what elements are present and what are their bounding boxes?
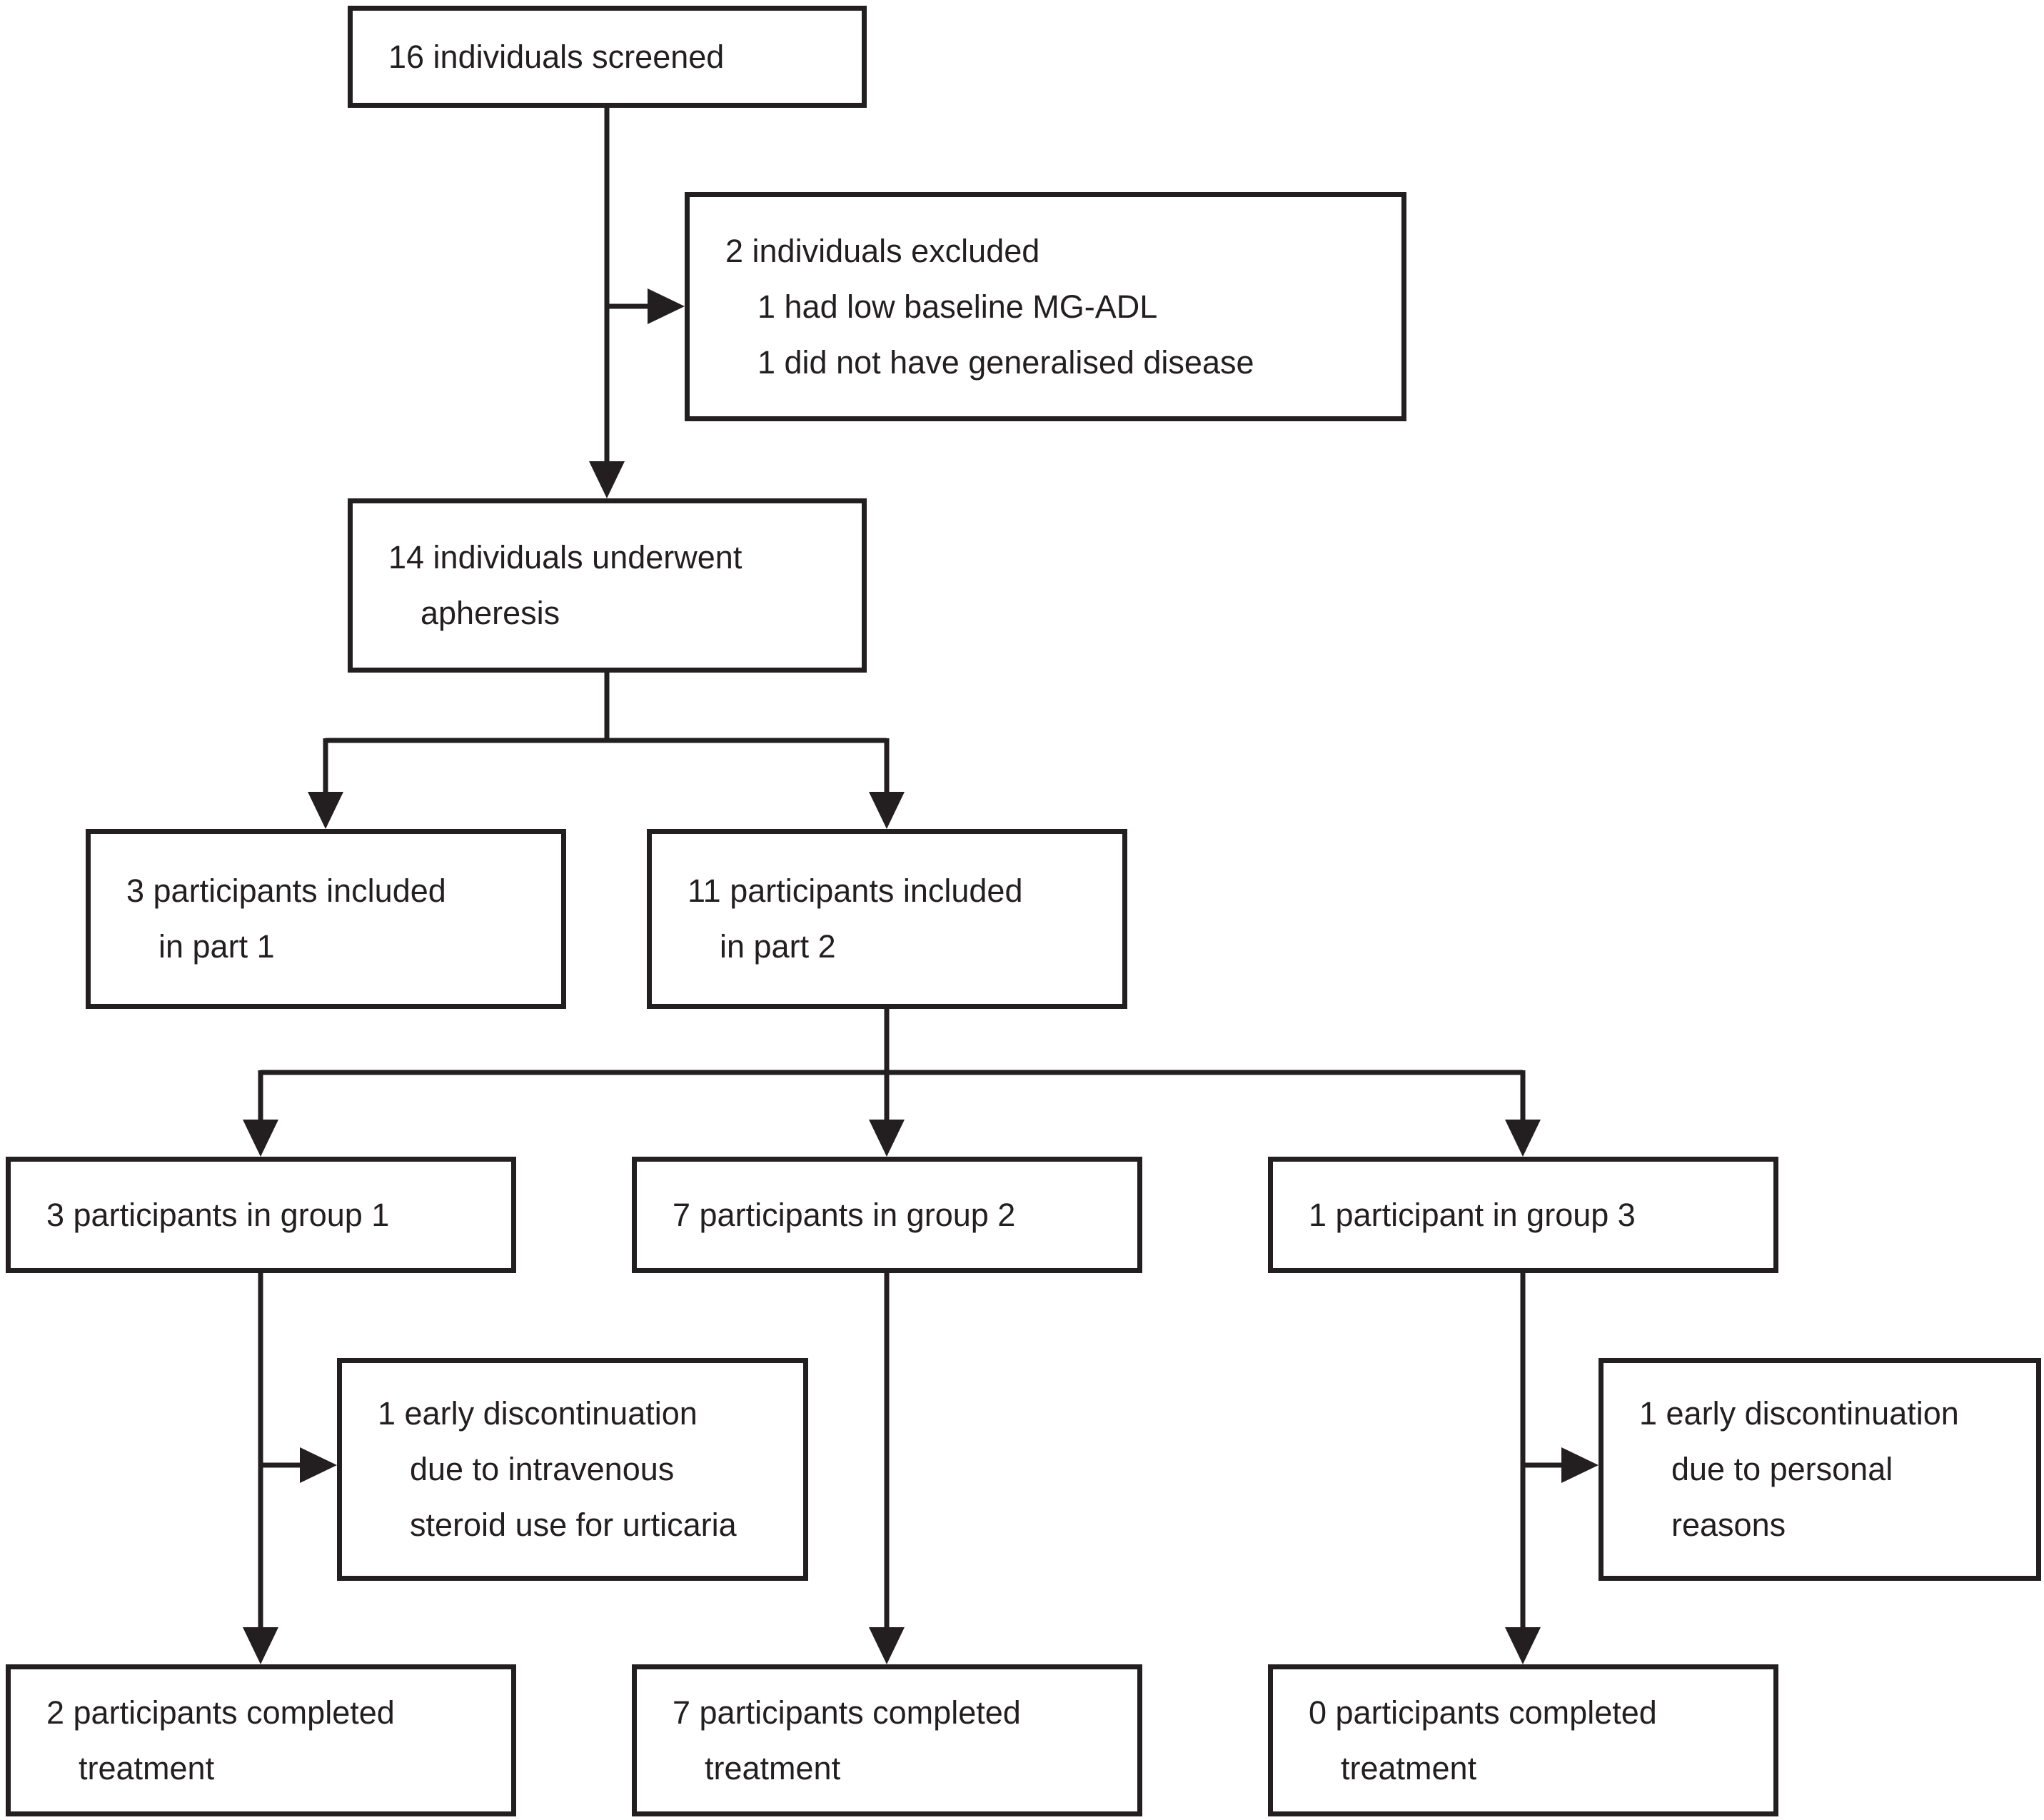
node-completed-group1: 2 participants completed treatment (6, 1664, 516, 1816)
node-excluded: 2 individuals excluded 1 had low baselin… (685, 192, 1406, 421)
connector-screened-to-excluded (607, 288, 685, 324)
node-completed-group2: 7 participants completed treatment (632, 1664, 1142, 1816)
node-completed-group3: 0 participants completed treatment (1268, 1664, 1778, 1816)
node-text-line: 16 individuals screened (388, 38, 725, 75)
node-text-line: 2 participants completed (46, 1694, 395, 1731)
node-text-line: 1 participant in group 3 (1309, 1196, 1636, 1233)
connector-split-to-group1 (243, 1070, 278, 1157)
connector-split-to-part1 (308, 738, 343, 829)
node-discontinuation-group1: 1 early discontinuation due to intraveno… (337, 1358, 808, 1581)
node-text-line: 11 participants included (688, 873, 1023, 909)
node-screened: 16 individuals screened (348, 6, 867, 108)
node-part2: 11 participants included in part 2 (647, 829, 1127, 1009)
connector-part2-to-group-split (261, 1009, 1523, 1075)
connector-split-to-group2 (869, 1072, 905, 1157)
node-text-line: apheresis (421, 595, 560, 631)
node-text-line: 7 participants in group 2 (673, 1196, 1016, 1233)
connector-group3-to-discontinuation (1523, 1447, 1599, 1483)
connector-group2-to-completed2 (869, 1273, 905, 1664)
node-text-line: 0 participants completed (1309, 1694, 1657, 1731)
connector-split-to-group3 (1505, 1070, 1541, 1157)
node-apheresis: 14 individuals underwent apheresis (348, 498, 867, 673)
connector-group3-to-completed3 (1505, 1273, 1541, 1664)
node-text-line: in part 2 (720, 928, 836, 965)
node-text-line: reasons (1671, 1507, 1786, 1543)
node-group3: 1 participant in group 3 (1268, 1157, 1778, 1273)
node-group1: 3 participants in group 1 (6, 1157, 516, 1273)
connector-group1-to-discontinuation (261, 1447, 337, 1483)
node-text-line: treatment (79, 1749, 215, 1786)
node-text-line: 2 individuals excluded (725, 232, 1040, 269)
node-text-line: 1 did not have generalised disease (757, 343, 1254, 381)
connector-split-to-part2 (869, 738, 905, 829)
node-text-line: in part 1 (158, 928, 275, 965)
node-text-line: 1 early discontinuation (378, 1395, 698, 1432)
node-text-line: 1 had low baseline MG-ADL (757, 288, 1158, 325)
connector-group1-to-completed1 (243, 1273, 278, 1664)
node-discontinuation-group3: 1 early discontinuation due to personal … (1599, 1358, 2041, 1581)
node-text-line: 7 participants completed (673, 1694, 1021, 1731)
connector-apheresis-to-part-split (326, 672, 887, 743)
node-text-line: treatment (705, 1749, 841, 1786)
node-group2: 7 participants in group 2 (632, 1157, 1142, 1273)
node-text-line: 3 participants included (126, 873, 446, 909)
node-text-line: 14 individuals underwent (388, 539, 742, 575)
node-text-line: due to intravenous (410, 1451, 675, 1487)
connector-screened-to-apheresis (589, 107, 625, 498)
node-text-line: 3 participants in group 1 (46, 1196, 390, 1233)
node-text-line: 1 early discontinuation (1639, 1395, 1959, 1432)
node-text-line: treatment (1341, 1749, 1477, 1786)
node-part1: 3 participants included in part 1 (86, 829, 566, 1009)
node-text-line: due to personal (1671, 1451, 1893, 1487)
node-text-line: steroid use for urticaria (410, 1507, 737, 1543)
